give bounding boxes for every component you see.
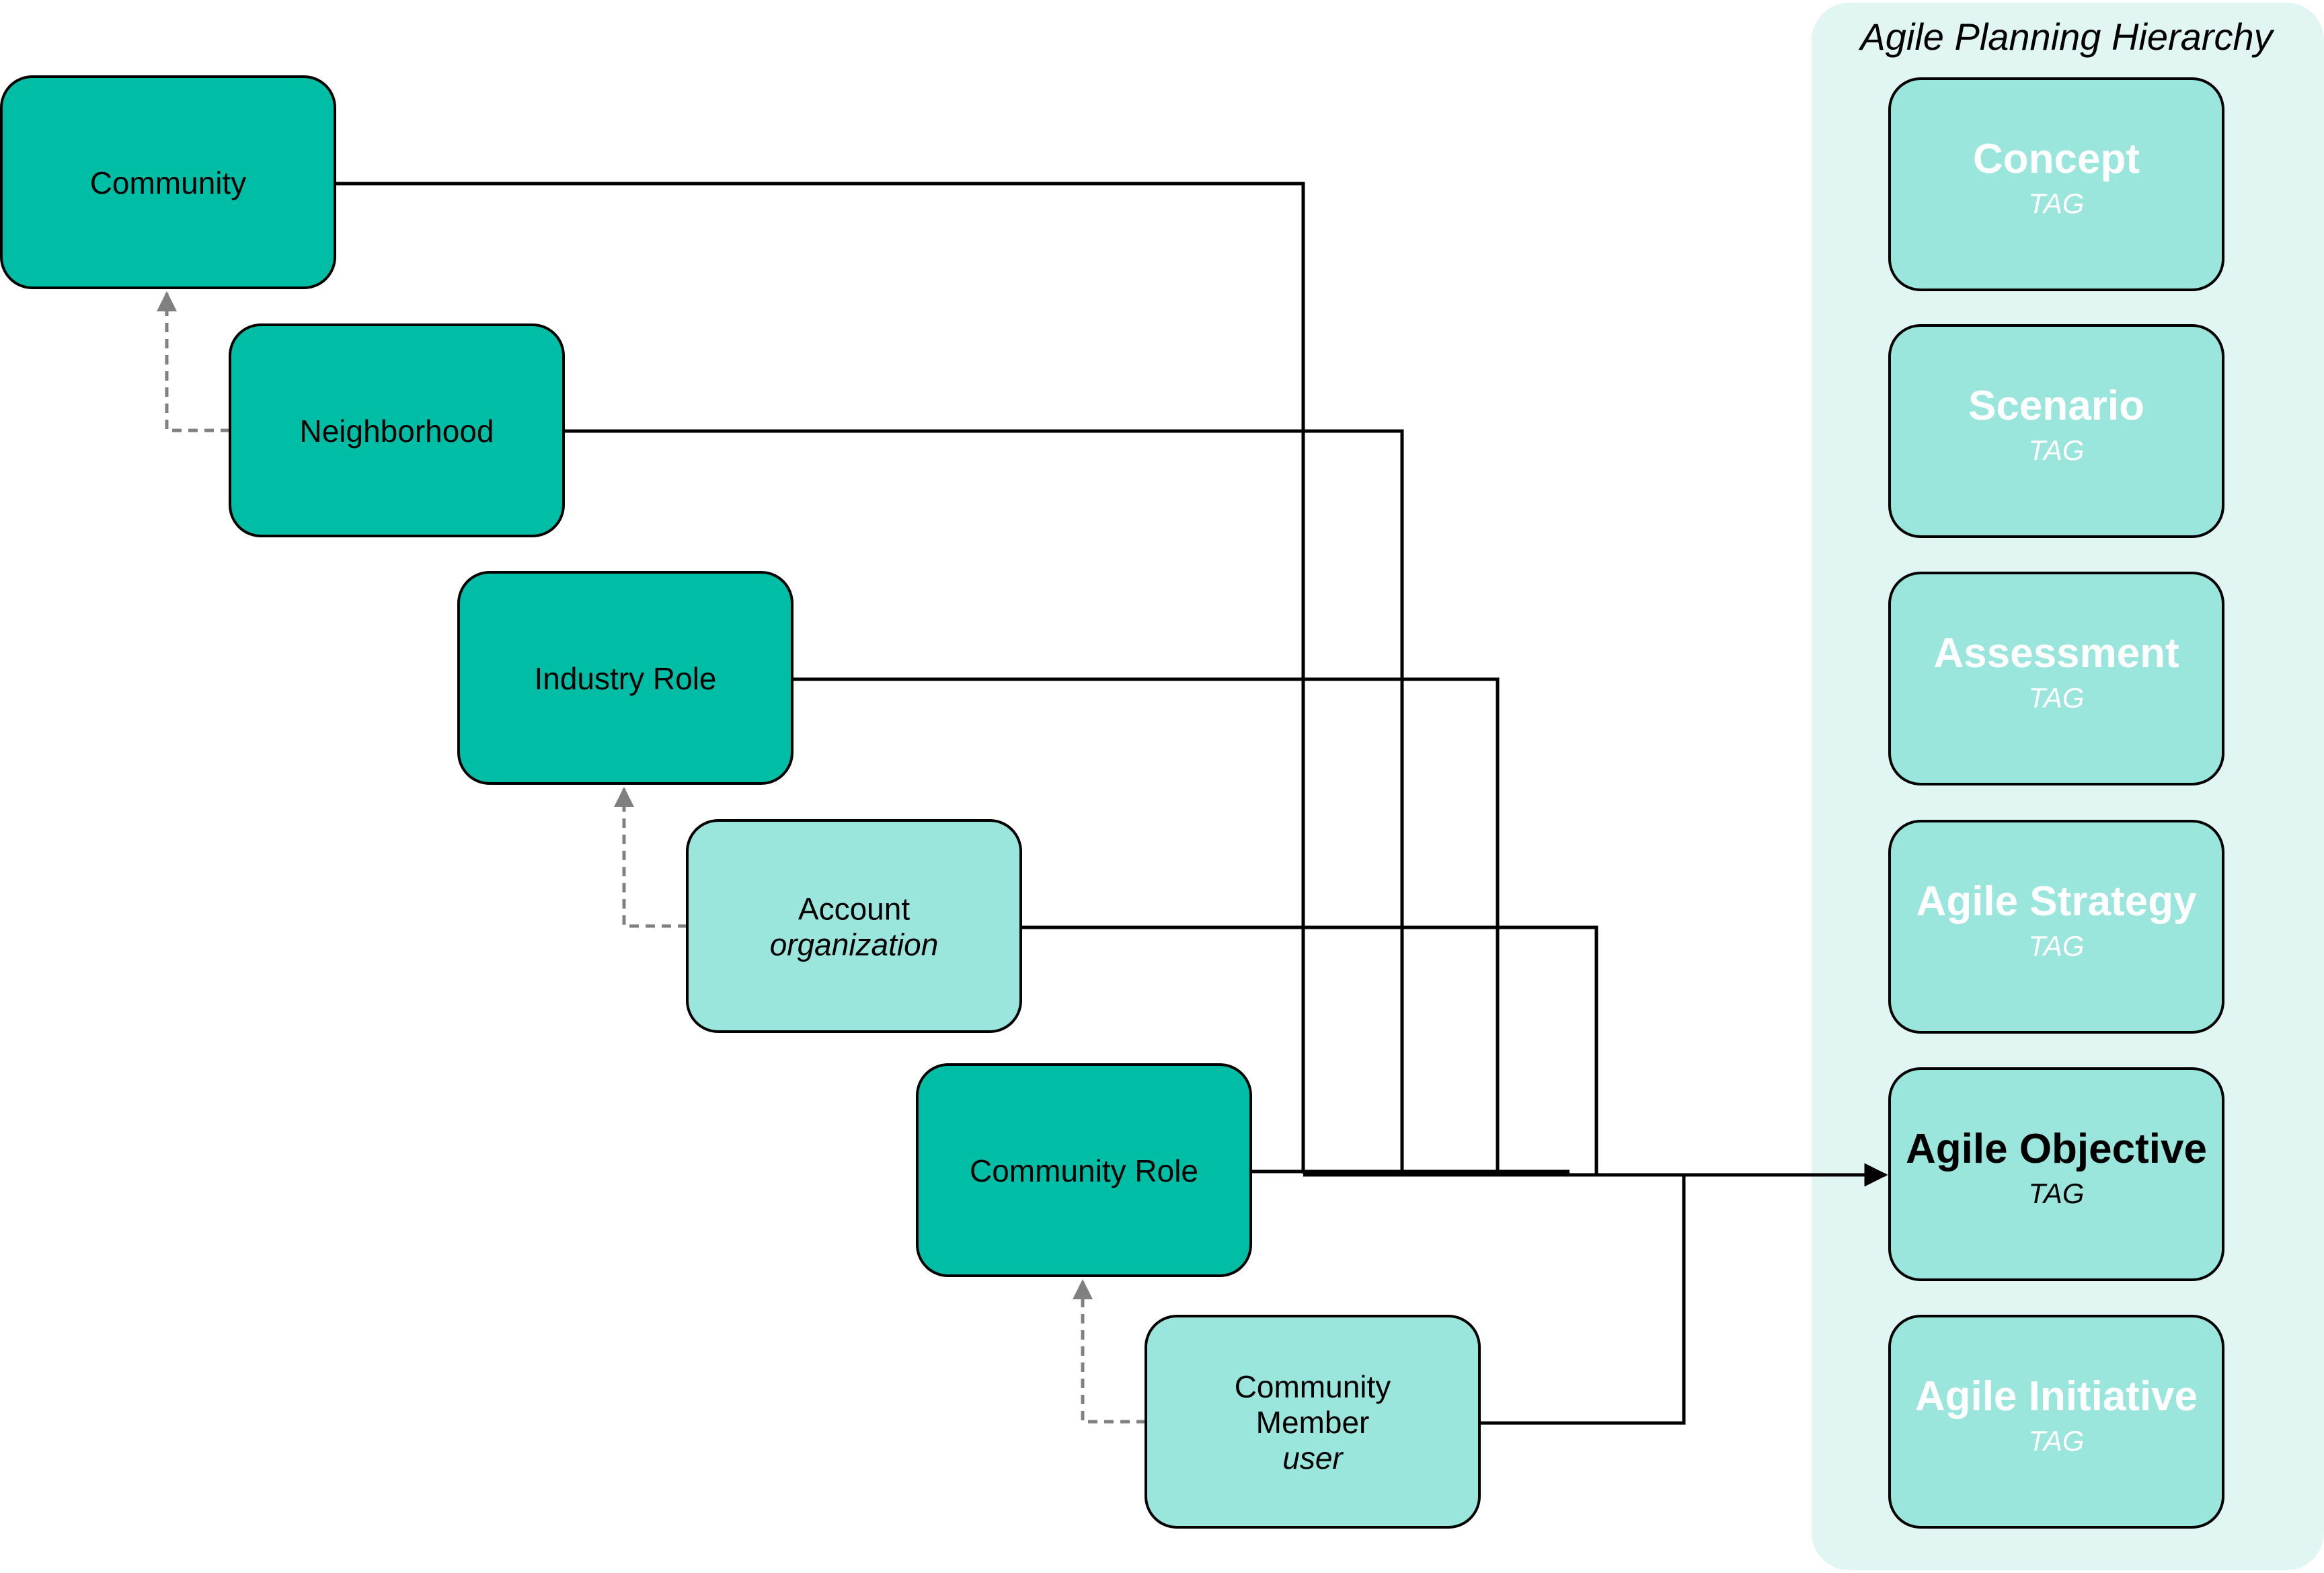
node-industry-role: Industry Role <box>457 571 793 785</box>
hierarchy-label: Concept <box>1973 136 2140 182</box>
node-community: Community <box>0 75 336 289</box>
node-sublabel: organization <box>770 927 939 962</box>
node-label: Community <box>90 165 247 200</box>
inheritance-neighborhood <box>157 291 230 432</box>
connector-community-member <box>1479 1176 1686 1425</box>
panel-title: Agile Planning Hierarchy <box>1858 15 2274 58</box>
node-label: Industry Role <box>534 661 716 696</box>
node-sublabel: user <box>1282 1441 1344 1475</box>
hierarchy-label: Agile Initiative <box>1915 1373 2198 1420</box>
connector-industry-role <box>792 677 1500 1174</box>
tag-label: TAG <box>2028 1425 2084 1457</box>
hierarchy-label: Assessment <box>1933 630 2179 677</box>
node-label: Account <box>798 892 910 927</box>
node-neighborhood: Neighborhood <box>229 323 565 537</box>
connector-account <box>1021 925 1598 1174</box>
node-label: Member <box>1256 1405 1370 1440</box>
tag-label: TAG <box>2028 434 2084 466</box>
tag-label: TAG <box>2028 188 2084 219</box>
node-label: Community <box>1235 1369 1391 1404</box>
connector-lines <box>335 182 1888 1425</box>
inheritance-account <box>614 787 687 928</box>
tag-label: TAG <box>2028 682 2084 714</box>
inheritance-lines <box>157 291 1146 1424</box>
node-community-role: Community Role <box>916 1063 1252 1277</box>
hierarchy-label: Agile Strategy <box>1916 878 2197 925</box>
connector-community <box>335 182 1305 1174</box>
hierarchy-label: Scenario <box>1968 383 2144 429</box>
hierarchy-label: Agile Objective <box>1906 1126 2207 1172</box>
inheritance-community-member <box>1073 1279 1146 1424</box>
tag-label: TAG <box>2028 1178 2084 1209</box>
node-label: Community Role <box>970 1153 1198 1188</box>
hierarchy-nodes: ConceptTAGScenarioTAGAssessmentTAGAgile … <box>1888 77 2224 1529</box>
connector-neighborhood <box>564 429 1404 1174</box>
node-label: Neighborhood <box>299 414 494 449</box>
tag-label: TAG <box>2028 930 2084 962</box>
